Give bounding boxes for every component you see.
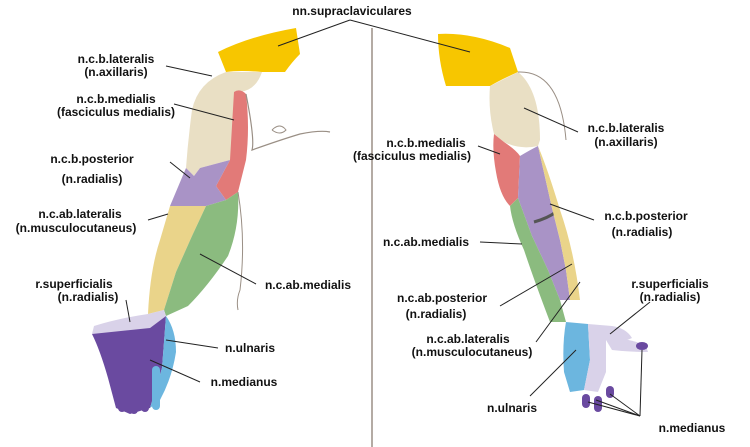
posterior-lateral-antebrachial-region [538, 146, 580, 300]
anterior-torso-outline [245, 93, 331, 151]
anterior-posterior-brachial-region [170, 160, 230, 206]
anterior-ulnar-hand-region [150, 316, 176, 408]
anterior-lateral-antebrachial-region [148, 206, 206, 314]
anterior-lateral-brachial-region [186, 72, 262, 176]
leader-l-cb-posterior [169, 161, 191, 179]
label-right-cab-posterior: n.c.ab.posterior [397, 291, 487, 305]
leader-r-n-medianus-1 [595, 399, 641, 417]
anterior-medial-brachial-region [216, 90, 248, 200]
leader-l-cb-lateralis [165, 65, 213, 77]
leader-l-cab-medialis [199, 253, 257, 285]
posterior-supraclavicular-region [438, 33, 518, 86]
leader-r-n-ulnaris [529, 349, 577, 397]
anterior-fingers [118, 370, 149, 414]
anterior-finger-4 [152, 366, 160, 410]
posterior-thumb-region [606, 338, 648, 352]
posterior-fingertips [582, 342, 648, 412]
posterior-lateral-brachial-region [489, 72, 540, 148]
label-left-fasc-medialis: (fasciculus medialis) [57, 105, 175, 119]
label-right-r-radialis: (n.radialis) [640, 290, 701, 304]
label-left-cb-posterior: n.c.b.posterior [50, 152, 134, 166]
label-right-fasc-medialis: (fasciculus medialis) [353, 149, 471, 163]
label-right-cb-medialis: n.c.b.medialis [386, 136, 466, 150]
anterior-elbow-outline [236, 191, 244, 311]
posterior-fingertip-thumb [636, 342, 648, 350]
leader-l-n-medianus [149, 359, 201, 383]
leader-supraclav-right [349, 19, 471, 53]
label-right-n-radialis: (n.radialis) [612, 225, 673, 239]
leader-r-cb-medialis [477, 145, 501, 155]
leader-lines [125, 19, 651, 417]
leader-r-n-medianus-2 [609, 393, 641, 417]
anterior-navel-outline [271, 125, 287, 134]
posterior-posterior-region [518, 146, 570, 300]
label-right-r-superficialis: r.superficialis [631, 277, 709, 291]
posterior-ulnar-hand-region [563, 322, 590, 392]
label-left-cab-lateralis: n.c.ab.lateralis [38, 207, 122, 221]
leader-supraclav-left [277, 19, 351, 47]
label-right-n-ulnaris: n.ulnaris [487, 401, 537, 415]
anterior-finger-1 [118, 372, 126, 412]
label-right-n-musculocutaneus: (n.musculocutaneus) [412, 345, 533, 359]
leader-r-n-medianus-4 [587, 401, 641, 417]
labels: nn.supraclaviculares n.c.b.lateralis (n.… [16, 4, 726, 435]
posterior-superficial-radial-region [584, 324, 632, 392]
label-left-r-radialis: (n.radialis) [58, 290, 119, 304]
leader-l-cb-medialis [173, 103, 235, 121]
anterior-finger-2 [130, 374, 138, 414]
label-left-cb-lateralis: n.c.b.lateralis [78, 52, 155, 66]
posterior-medial-antebrachial-region [510, 198, 566, 322]
label-left-n-ulnaris: n.ulnaris [225, 341, 275, 355]
label-left-cab-medialis: n.c.ab.medialis [265, 278, 351, 292]
label-left-n-radialis: (n.radialis) [62, 172, 123, 186]
label-left-n-medianus: n.medianus [211, 375, 278, 389]
label-left-n-musculocutaneus: (n.musculocutaneus) [16, 221, 137, 235]
posterior-arm [438, 33, 648, 412]
anterior-supraclavicular-region [218, 28, 300, 72]
anterior-medial-antebrachial-region [164, 192, 239, 316]
label-right-cb-lateralis: n.c.b.lateralis [588, 121, 665, 135]
label-left-cb-medialis: n.c.b.medialis [76, 92, 156, 106]
label-supraclaviculares: nn.supraclaviculares [292, 4, 412, 18]
leader-r-n-medianus-3 [639, 349, 643, 417]
label-right-cab-lateralis: n.c.ab.lateralis [426, 332, 510, 346]
leader-r-cb-lateralis [523, 107, 579, 133]
leader-r-r-superficialis [609, 301, 651, 335]
leader-r-cab-posterior [499, 263, 573, 307]
label-right-cb-posterior: n.c.b.posterior [604, 209, 688, 223]
anterior-arm [92, 28, 331, 414]
posterior-medial-brachial-region [493, 134, 520, 206]
label-right-n-medianus: n.medianus [659, 421, 726, 435]
leader-r-cab-lateralis [535, 281, 581, 343]
label-right-n-axillaris: (n.axillaris) [594, 135, 657, 149]
leader-l-cab-lateralis [147, 213, 169, 221]
leader-r-cb-posterior [549, 203, 595, 221]
leader-l-r-superficialis [125, 299, 131, 323]
label-left-n-axillaris: (n.axillaris) [84, 65, 147, 79]
leader-r-cab-medialis [479, 241, 523, 245]
anterior-finger-3 [141, 370, 149, 412]
posterior-fingertip-1 [582, 394, 590, 408]
label-left-r-superficialis: r.superficialis [35, 277, 113, 291]
leader-l-n-ulnaris [165, 339, 219, 349]
label-right-cab-medialis: n.c.ab.medialis [383, 235, 469, 249]
label-right-cab-post-radialis: (n.radialis) [406, 307, 467, 321]
